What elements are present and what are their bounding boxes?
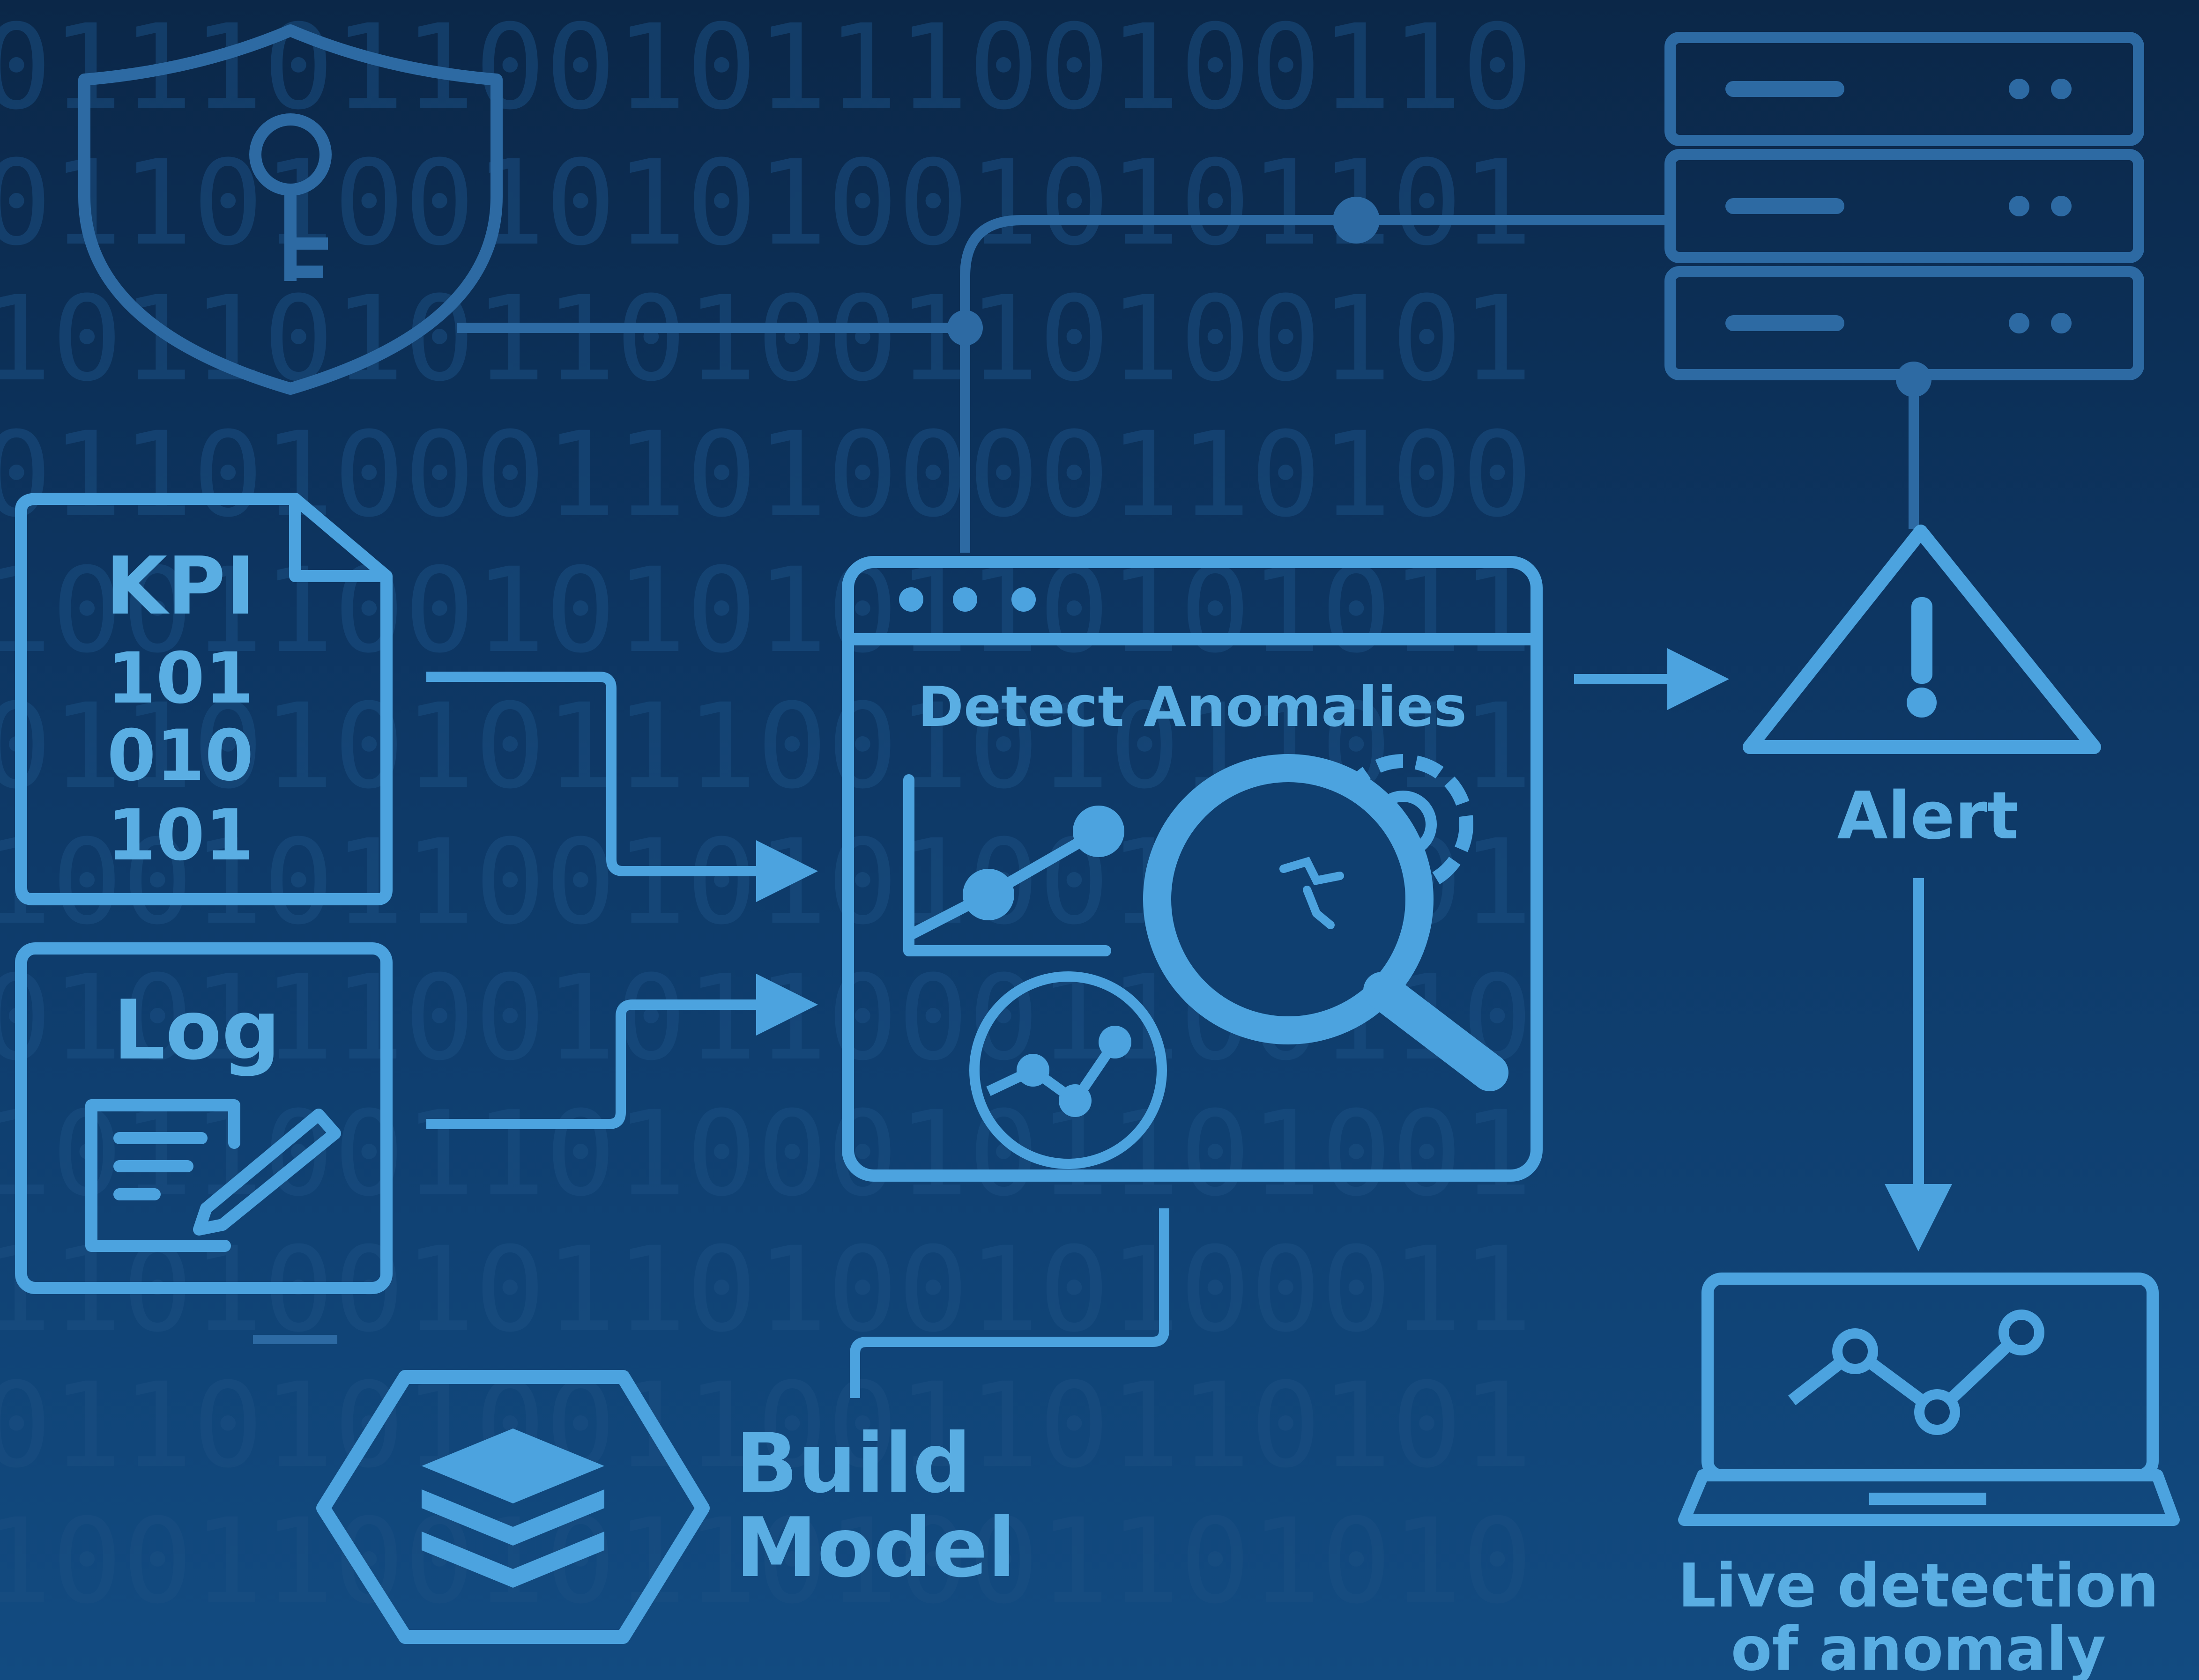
alert-triangle-icon [1743, 525, 2101, 754]
database-layers-icon [422, 1428, 604, 1588]
background-binary-row: 1011010110100110100101 [0, 271, 1532, 407]
connector-nodes [947, 197, 1932, 397]
window-dots [899, 587, 1036, 612]
kpi-row-2: 010 [107, 715, 253, 797]
network-nodes [1017, 1026, 1131, 1117]
kpi-row-3: 101 [107, 795, 253, 876]
background-binary-row: 1001100101101001101010 [0, 1493, 1532, 1629]
laptop-chart-points [1832, 1310, 2044, 1435]
connector-to-model [850, 1208, 1169, 1398]
background-binary: 0111011001011100100110011010010101001010… [0, 0, 1532, 1629]
log-file-icon [15, 942, 393, 1294]
top-connectors [457, 215, 1919, 553]
background-binary-row: 0110101001100110110101 [0, 1357, 1532, 1494]
magnifier-icon [1143, 754, 1508, 1091]
server-stack-icon [1664, 32, 2144, 380]
background-binary-row: 0110100011010000110100 [0, 407, 1532, 543]
log-title: Log [113, 983, 280, 1078]
shield-key-icon [78, 24, 503, 395]
detector-title: Detect Anomalies [918, 674, 1467, 739]
laptop-icon [1678, 1273, 2180, 1526]
line-chart-points [963, 806, 1124, 920]
live-detection-label-1: Live detection [1678, 1551, 2159, 1621]
background-binary-row: 0111011001011100100110 [0, 0, 1532, 135]
kpi-row-1: 101 [107, 638, 253, 719]
alert-label: Alert [1837, 778, 2018, 854]
kpi-file-icon [15, 493, 393, 905]
network-circle-icon [969, 971, 1167, 1169]
background-binary-row: 0110100101010010101101 [0, 135, 1532, 271]
build-model-label-1: Build [735, 1416, 971, 1511]
model-hexagon-icon [316, 1370, 710, 1644]
detector-window [842, 556, 1543, 1182]
kpi-title: KPI [105, 540, 255, 633]
edit-document-icon [85, 1099, 341, 1252]
live-detection-label-2: of anomaly [1731, 1614, 2106, 1680]
input-arrows [426, 672, 818, 1129]
build-model-label-2: Model [735, 1501, 1016, 1596]
